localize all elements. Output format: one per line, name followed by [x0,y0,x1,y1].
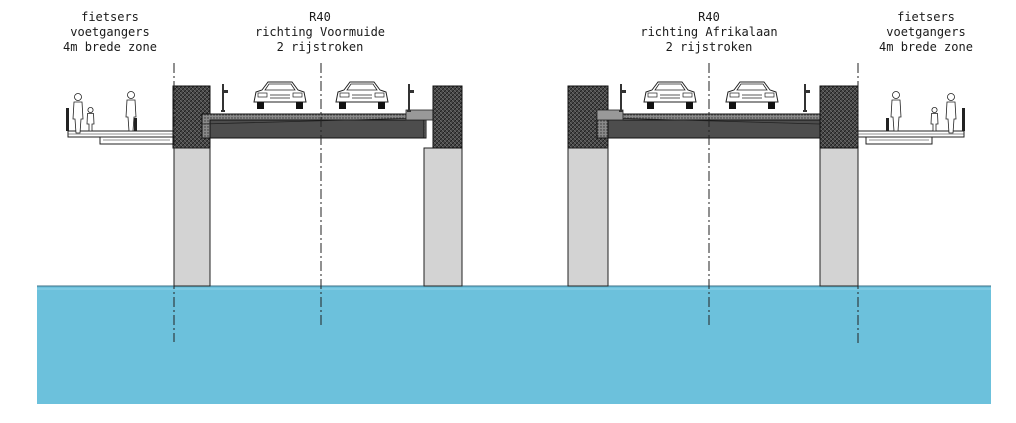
left-zone-label: fietsers voetgangers 4m brede zone [40,10,180,55]
car-icon [643,81,697,110]
label-line: richting Voormuide [254,25,386,39]
label-line: fietsers [897,10,955,24]
water [37,286,991,404]
label-line: R40 [698,10,720,24]
label-line: 2 rijstroken [276,40,364,54]
lamp-post [221,84,228,112]
car-icon [253,81,307,110]
label-line: voetgangers [886,25,966,39]
label-line: fietsers [81,10,139,24]
car-icon [725,81,779,110]
right-pier-inner [567,147,609,287]
label-line: richting Afrikalaan [640,25,778,39]
label-line: R40 [309,10,331,24]
left-road-label: R40 richting Voormuide 2 rijstroken [230,10,410,55]
car-icon [335,81,389,110]
right-road-label: R40 richting Afrikalaan 2 rijstroken [618,10,800,55]
left-pier-outer [173,147,211,287]
label-line: 4m brede zone [63,40,157,54]
label-line: 2 rijstroken [665,40,753,54]
right-zone-label: fietsers voetgangers 4m brede zone [856,10,996,55]
left-pier-inner [423,147,463,287]
pedestrian-child [930,107,939,132]
pedestrian-adult [945,93,957,134]
left-deck [201,109,435,139]
label-line: voetgangers [70,25,150,39]
lamp-post [803,84,810,112]
right-sidewalk [857,130,965,145]
right-pier-outer [819,147,859,287]
left-sidewalk [67,130,175,145]
right-abutment [819,85,859,149]
left-railing [66,108,137,131]
pedestrian-child [86,107,95,132]
lamp-post [407,84,414,112]
pedestrian-adult [890,91,902,132]
lamp-post [619,84,626,112]
pedestrian-adult [72,93,84,134]
label-line: 4m brede zone [879,40,973,54]
right-railing [886,108,965,131]
left-parapet [432,85,463,149]
